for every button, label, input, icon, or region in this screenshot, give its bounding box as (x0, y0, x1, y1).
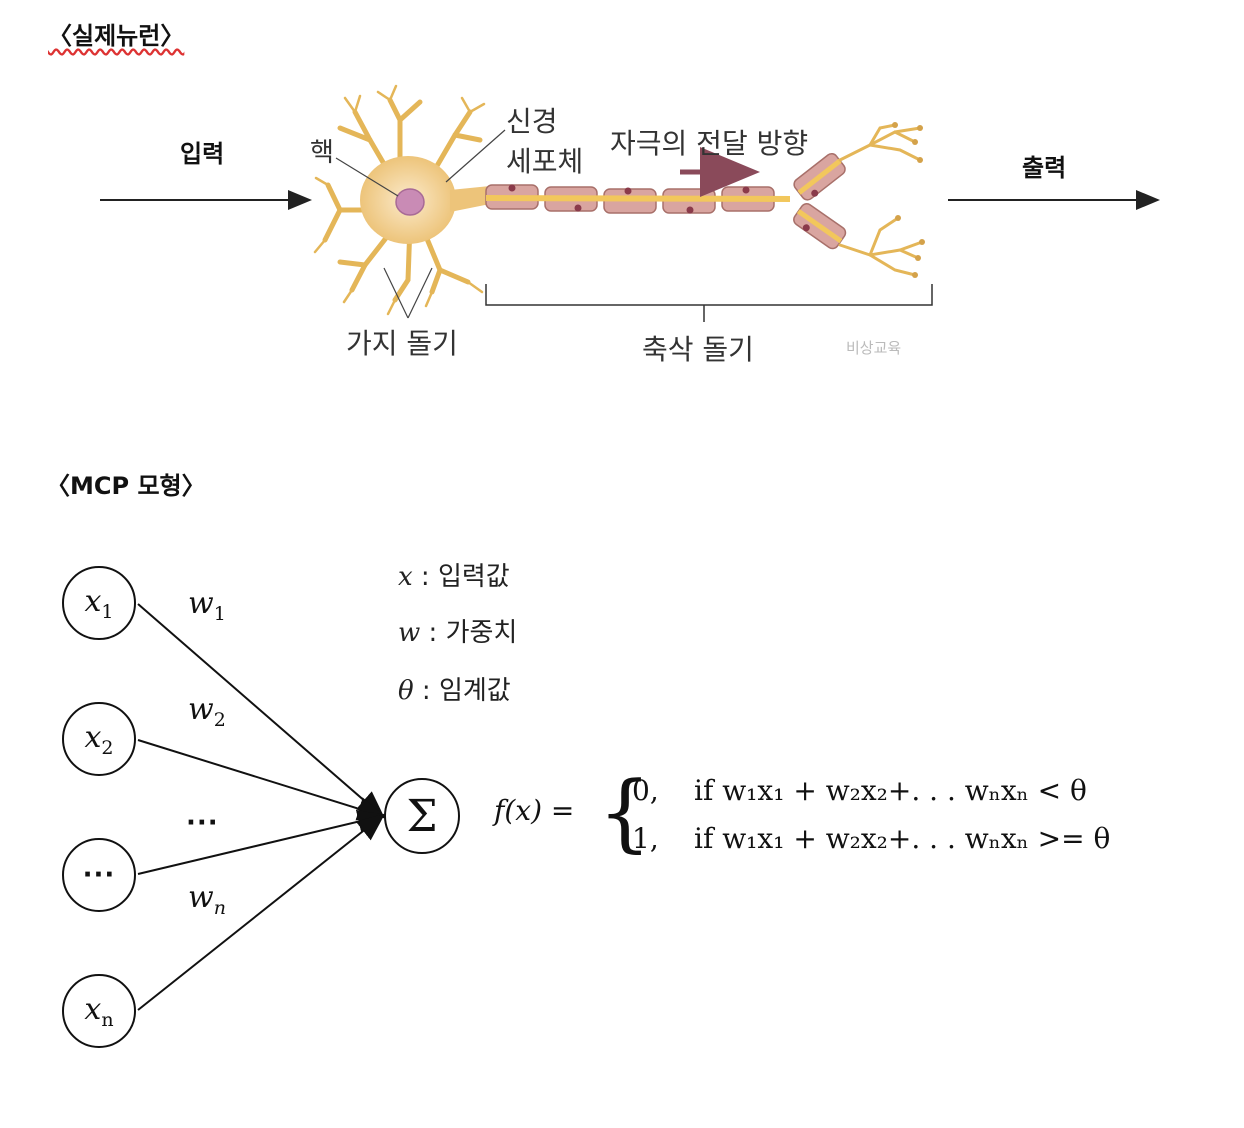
formula-case0-condition: if w₁x₁ + w₂x₂+. . . wₙxₙ < θ (694, 774, 1087, 807)
input-node-xn-label: xn (84, 991, 114, 1031)
edge-xn (137, 813, 386, 1011)
nucleus-label: 핵 (310, 138, 334, 168)
axon-bracket (485, 284, 933, 322)
edge-x1 (137, 603, 386, 819)
neuron-illustration (100, 84, 1160, 322)
output-label: 출력 (1022, 154, 1067, 182)
cell-body-label-1: 신경 (506, 105, 558, 138)
input-node-xn: xn (62, 974, 136, 1048)
input-node-x1: x1 (62, 566, 136, 640)
formula-case1-value: 1, (632, 822, 659, 855)
legend-threshold: θ : 임계값 (398, 676, 511, 706)
input-node-ellipsis: ··· (62, 838, 136, 912)
signal-direction-label: 자극의 전달 방향 (610, 127, 809, 160)
edge-dots (137, 809, 386, 875)
sigma-symbol: Σ (406, 790, 438, 842)
mcp-model-title: 〈MCP 모형〉 (46, 472, 206, 500)
formula-case1-condition: if w₁x₁ + w₂x₂+. . . wₙxₙ >= θ (694, 822, 1111, 855)
summation-node: Σ (384, 778, 460, 854)
edge-x2 (137, 739, 386, 821)
input-node-ellipsis-label: ··· (82, 860, 116, 890)
axon (485, 152, 847, 250)
mcp-connections (137, 603, 386, 1011)
legend-weight: w : 가중치 (398, 618, 518, 648)
real-neuron-title: 〈실제뉴런〉 (48, 22, 185, 50)
axon-terminals (838, 123, 924, 277)
weight-ellipsis: ··· (186, 808, 219, 838)
axon-label: 축삭 돌기 (642, 333, 754, 366)
dendrite-label: 가지 돌기 (346, 327, 458, 360)
weight-w1: w1 (188, 586, 226, 625)
legend-input: x : 입력값 (398, 562, 510, 592)
cell-body-label-2: 세포체 (506, 145, 584, 178)
weight-w2: w2 (188, 692, 226, 731)
formula-case0-value: 0, (632, 774, 659, 807)
formula-brace: { (598, 763, 652, 861)
nucleus (395, 188, 425, 216)
input-label: 입력 (180, 140, 225, 168)
input-node-x2-label: x2 (84, 719, 114, 759)
formula-lhs: f(x) = (494, 794, 575, 827)
weight-wn: wn (188, 880, 226, 919)
input-node-x2: x2 (62, 702, 136, 776)
publisher-watermark: 비상교육 (846, 339, 902, 357)
input-node-x1-label: x1 (84, 583, 114, 623)
